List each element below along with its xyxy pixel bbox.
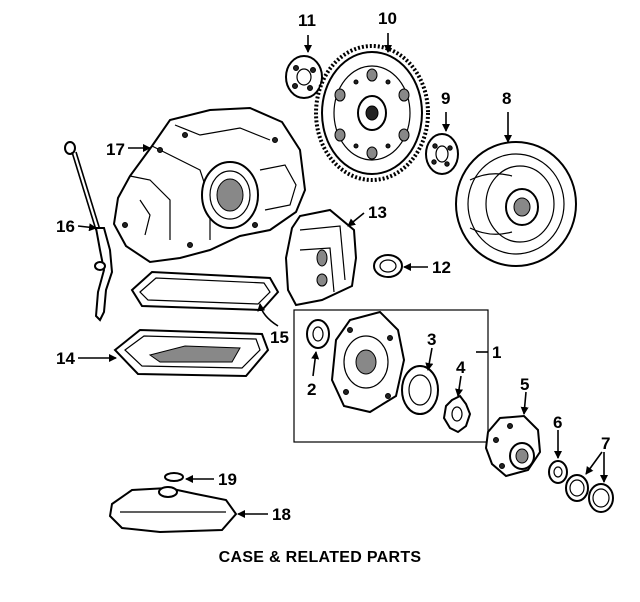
callout-3: 3 bbox=[427, 330, 436, 349]
diagram-caption: CASE & RELATED PARTS bbox=[218, 549, 422, 566]
part-9-spacer bbox=[425, 133, 459, 175]
callout-17: 17 bbox=[106, 140, 125, 159]
leader-lines bbox=[77, 33, 608, 518]
part-10-flexplate bbox=[314, 44, 430, 182]
part-16-dipstick bbox=[64, 141, 114, 322]
callout-5: 5 bbox=[520, 375, 529, 394]
part-12-seal bbox=[373, 254, 403, 278]
callout-15: 15 bbox=[270, 328, 289, 347]
callout-11: 11 bbox=[298, 11, 316, 30]
part-18-filter bbox=[108, 486, 238, 534]
part-5-pump-cover bbox=[484, 414, 542, 478]
part-17-transaxle-case bbox=[112, 106, 307, 264]
part-14-oil-pan bbox=[113, 328, 270, 378]
callout-10: 10 bbox=[378, 9, 397, 28]
part-19-o-ring bbox=[164, 472, 184, 482]
part-1-pump-body bbox=[330, 310, 406, 414]
part-3-driven-gear bbox=[401, 365, 439, 415]
callout-18: 18 bbox=[272, 505, 291, 524]
part-15-gasket bbox=[130, 270, 280, 312]
callout-9: 9 bbox=[441, 89, 450, 108]
part-13-cover bbox=[284, 208, 358, 307]
part-4-drive-gear bbox=[442, 394, 472, 434]
callout-6: 6 bbox=[553, 413, 562, 432]
part-8-torque-converter bbox=[455, 141, 577, 267]
part-7-rings bbox=[565, 474, 614, 513]
callout-19: 19 bbox=[218, 470, 237, 489]
callout-13: 13 bbox=[368, 203, 387, 222]
callout-2: 2 bbox=[307, 380, 316, 399]
assembly-1-box bbox=[293, 309, 489, 443]
callout-4: 4 bbox=[456, 358, 466, 377]
callout-7: 7 bbox=[601, 434, 610, 453]
callout-8: 8 bbox=[502, 89, 511, 108]
part-2-seal bbox=[306, 319, 330, 349]
callout-14: 14 bbox=[56, 349, 75, 368]
part-6-seal bbox=[548, 460, 568, 484]
callout-1: 1 bbox=[492, 343, 501, 362]
callout-12: 12 bbox=[432, 258, 451, 277]
callout-16: 16 bbox=[56, 217, 75, 236]
part-11-spacer bbox=[285, 55, 323, 99]
